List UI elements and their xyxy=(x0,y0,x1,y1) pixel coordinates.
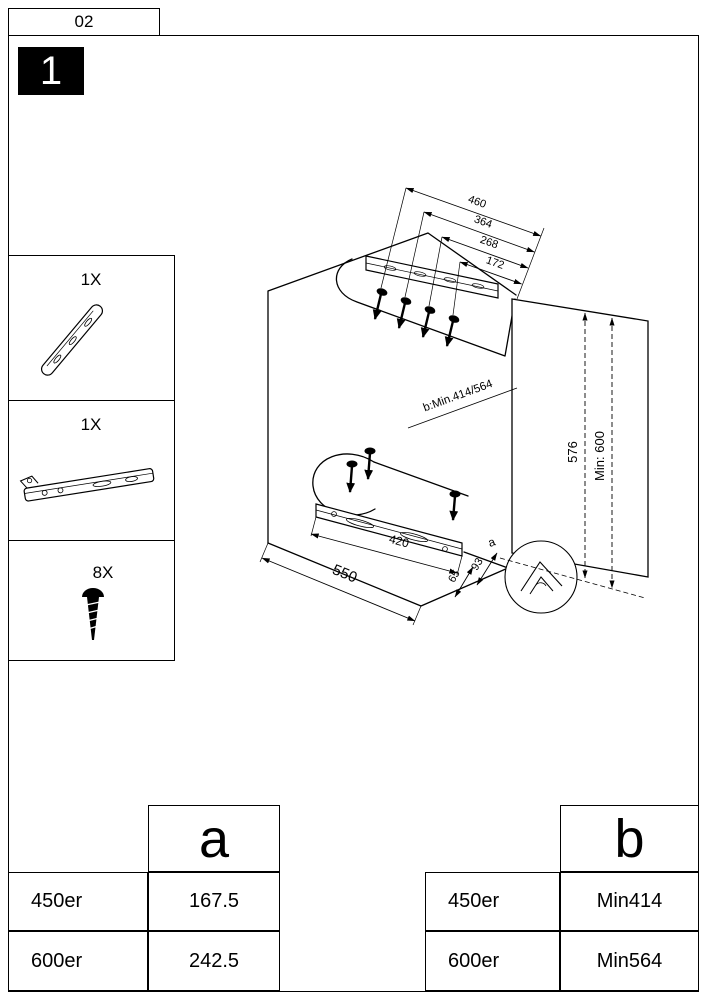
screws-bottom xyxy=(346,447,461,522)
table-a-row-450-size: 450er xyxy=(8,872,148,931)
page-number: 02 xyxy=(74,12,94,31)
table-a-header: a xyxy=(148,805,280,872)
screw-glyph xyxy=(346,460,358,494)
dim-min600-label: Min: 600 xyxy=(592,431,607,481)
dim-93-label: 93 xyxy=(469,556,486,573)
screw-glyph xyxy=(396,297,412,329)
screw-glyph xyxy=(420,306,436,338)
part-item-drawer-slide: 1X xyxy=(8,401,174,541)
table-b-row-450-size: 450er xyxy=(425,872,560,931)
dim-65-label: 65 xyxy=(446,568,463,585)
dim-364-label: 364 xyxy=(472,213,493,231)
dim-576-label: 576 xyxy=(565,441,580,463)
extension-lines xyxy=(259,187,545,626)
mounting-rail-icon xyxy=(40,304,104,376)
page-frame xyxy=(8,35,699,992)
dim-420-label: 420 xyxy=(388,532,411,551)
dim-268-label: 268 xyxy=(478,234,499,252)
screw-icon xyxy=(82,588,104,640)
detail-circle xyxy=(504,540,578,614)
step-number: 1 xyxy=(39,48,63,93)
screw-glyph xyxy=(364,447,376,481)
part-qty: 1X xyxy=(80,270,102,289)
dimension-lines xyxy=(259,187,646,626)
table-b-row-600-value: Min564 xyxy=(560,931,699,991)
vertical-measure-lines xyxy=(582,312,615,589)
top-rail xyxy=(365,255,499,299)
table-a-row-600-value: 242.5 xyxy=(148,931,280,991)
screw-glyph xyxy=(372,288,388,320)
part-qty: 8X xyxy=(92,563,114,582)
drawer-slide-icon xyxy=(19,468,155,502)
table-a-header-label: a xyxy=(198,808,230,869)
table-a-row-600-size: 600er xyxy=(8,931,148,991)
dim-460-label: 460 xyxy=(466,193,487,210)
step-number-box: 1 xyxy=(18,47,84,95)
screws-top xyxy=(372,288,460,347)
part-item-screw: 8X xyxy=(8,541,174,661)
table-b-header-label: b xyxy=(614,808,645,869)
page-number-box: 02 xyxy=(8,8,160,36)
bottom-rail xyxy=(315,503,463,557)
door-panel xyxy=(511,298,649,578)
dim-172-label: 172 xyxy=(484,254,505,271)
table-a-row-450-value: 167.5 xyxy=(148,872,280,931)
table-b-row-450-value: Min414 xyxy=(560,872,699,931)
table-b-header: b xyxy=(560,805,699,872)
table-b-row-600-size: 600er xyxy=(425,931,560,991)
screw-glyph xyxy=(449,490,461,522)
part-qty: 1X xyxy=(80,415,102,434)
dim-b-label: b:Min.414/564 xyxy=(422,378,495,415)
dim-550-label: 550 xyxy=(330,561,360,586)
part-item-mounting-rail: 1X xyxy=(8,256,174,401)
parts-list: 1X 1X 8X xyxy=(8,255,175,661)
measure-lines xyxy=(261,187,542,622)
dim-a-label: a xyxy=(486,534,497,550)
screw-glyph xyxy=(444,315,460,347)
